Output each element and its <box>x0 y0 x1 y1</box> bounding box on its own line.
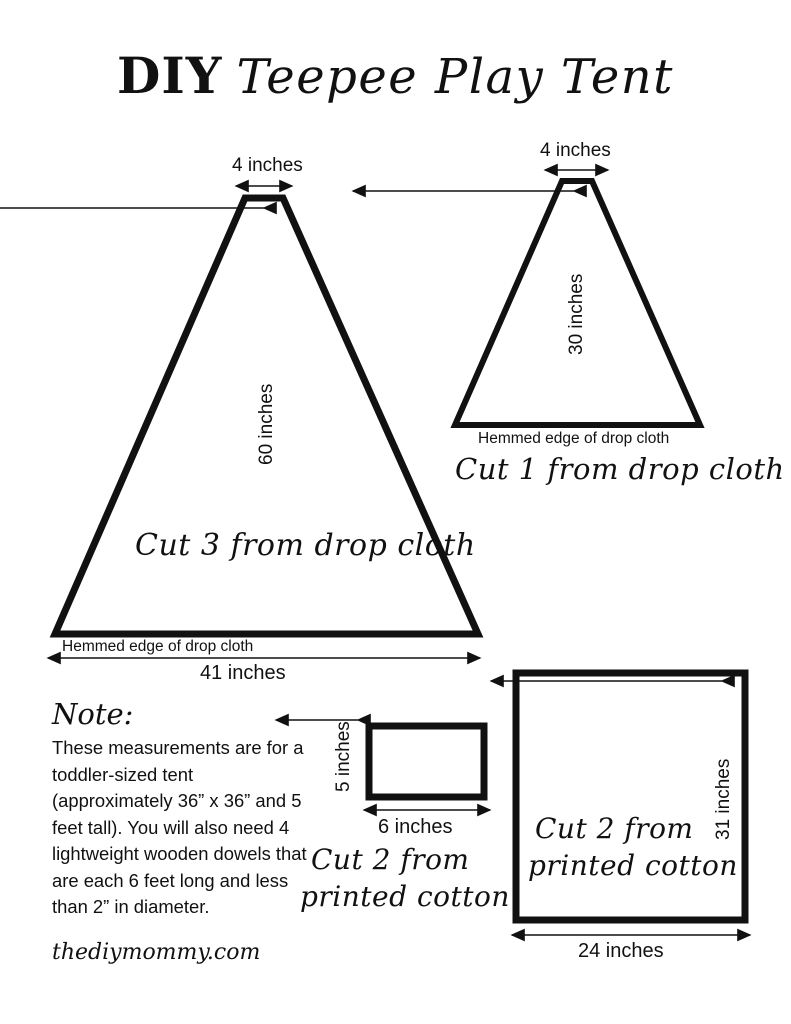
small-rectangle-height-dimension-label: 5 inches <box>333 721 354 792</box>
small-rectangle-shape <box>365 722 488 801</box>
small-rectangle-cut-label-line2: printed cotton <box>300 880 510 913</box>
large-rectangle-cut-label-line1: Cut 2 from <box>535 812 694 845</box>
large-panel-cut-label: Cut 3 from drop cloth <box>135 528 476 563</box>
title-diy: DIY <box>117 46 223 105</box>
note-body: These measurements are for a toddler-siz… <box>52 737 307 917</box>
large-panel-hemmed-edge-note: Hemmed edge of drop cloth <box>62 638 254 655</box>
large-rectangle-cut-label-line2: printed cotton <box>528 849 738 882</box>
door-panel-cut-label: Cut 1 from drop cloth <box>455 452 785 486</box>
door-panel-height-dimension-label: 30 inches <box>566 273 587 355</box>
small-rectangle-width-dimension-label: 6 inches <box>378 816 453 838</box>
large-panel-height-dimension-label: 60 inches <box>256 383 277 465</box>
large-rectangle-height-dimension-label: 31 inches <box>713 758 734 840</box>
door-panel-shape <box>450 178 705 428</box>
large-panel-base-dimension-label: 41 inches <box>200 662 286 684</box>
note-heading: Note: <box>52 697 134 731</box>
note-block: Note: These measurements are for a toddl… <box>52 700 314 921</box>
site-credit: thediymommy.com <box>52 940 261 965</box>
title-teepee-play-tent: Teepee Play Tent <box>236 49 674 105</box>
small-rectangle-cut-label-line1: Cut 2 from <box>311 843 470 876</box>
large-rectangle-width-dimension-label: 24 inches <box>578 940 664 962</box>
large-panel-shape <box>49 194 484 638</box>
door-panel-top-dimension-label: 4 inches <box>540 140 611 161</box>
large-rectangle-shape <box>512 669 749 924</box>
door-panel-hemmed-edge-note: Hemmed edge of drop cloth <box>478 430 670 447</box>
large-panel-top-dimension-label: 4 inches <box>232 155 303 176</box>
